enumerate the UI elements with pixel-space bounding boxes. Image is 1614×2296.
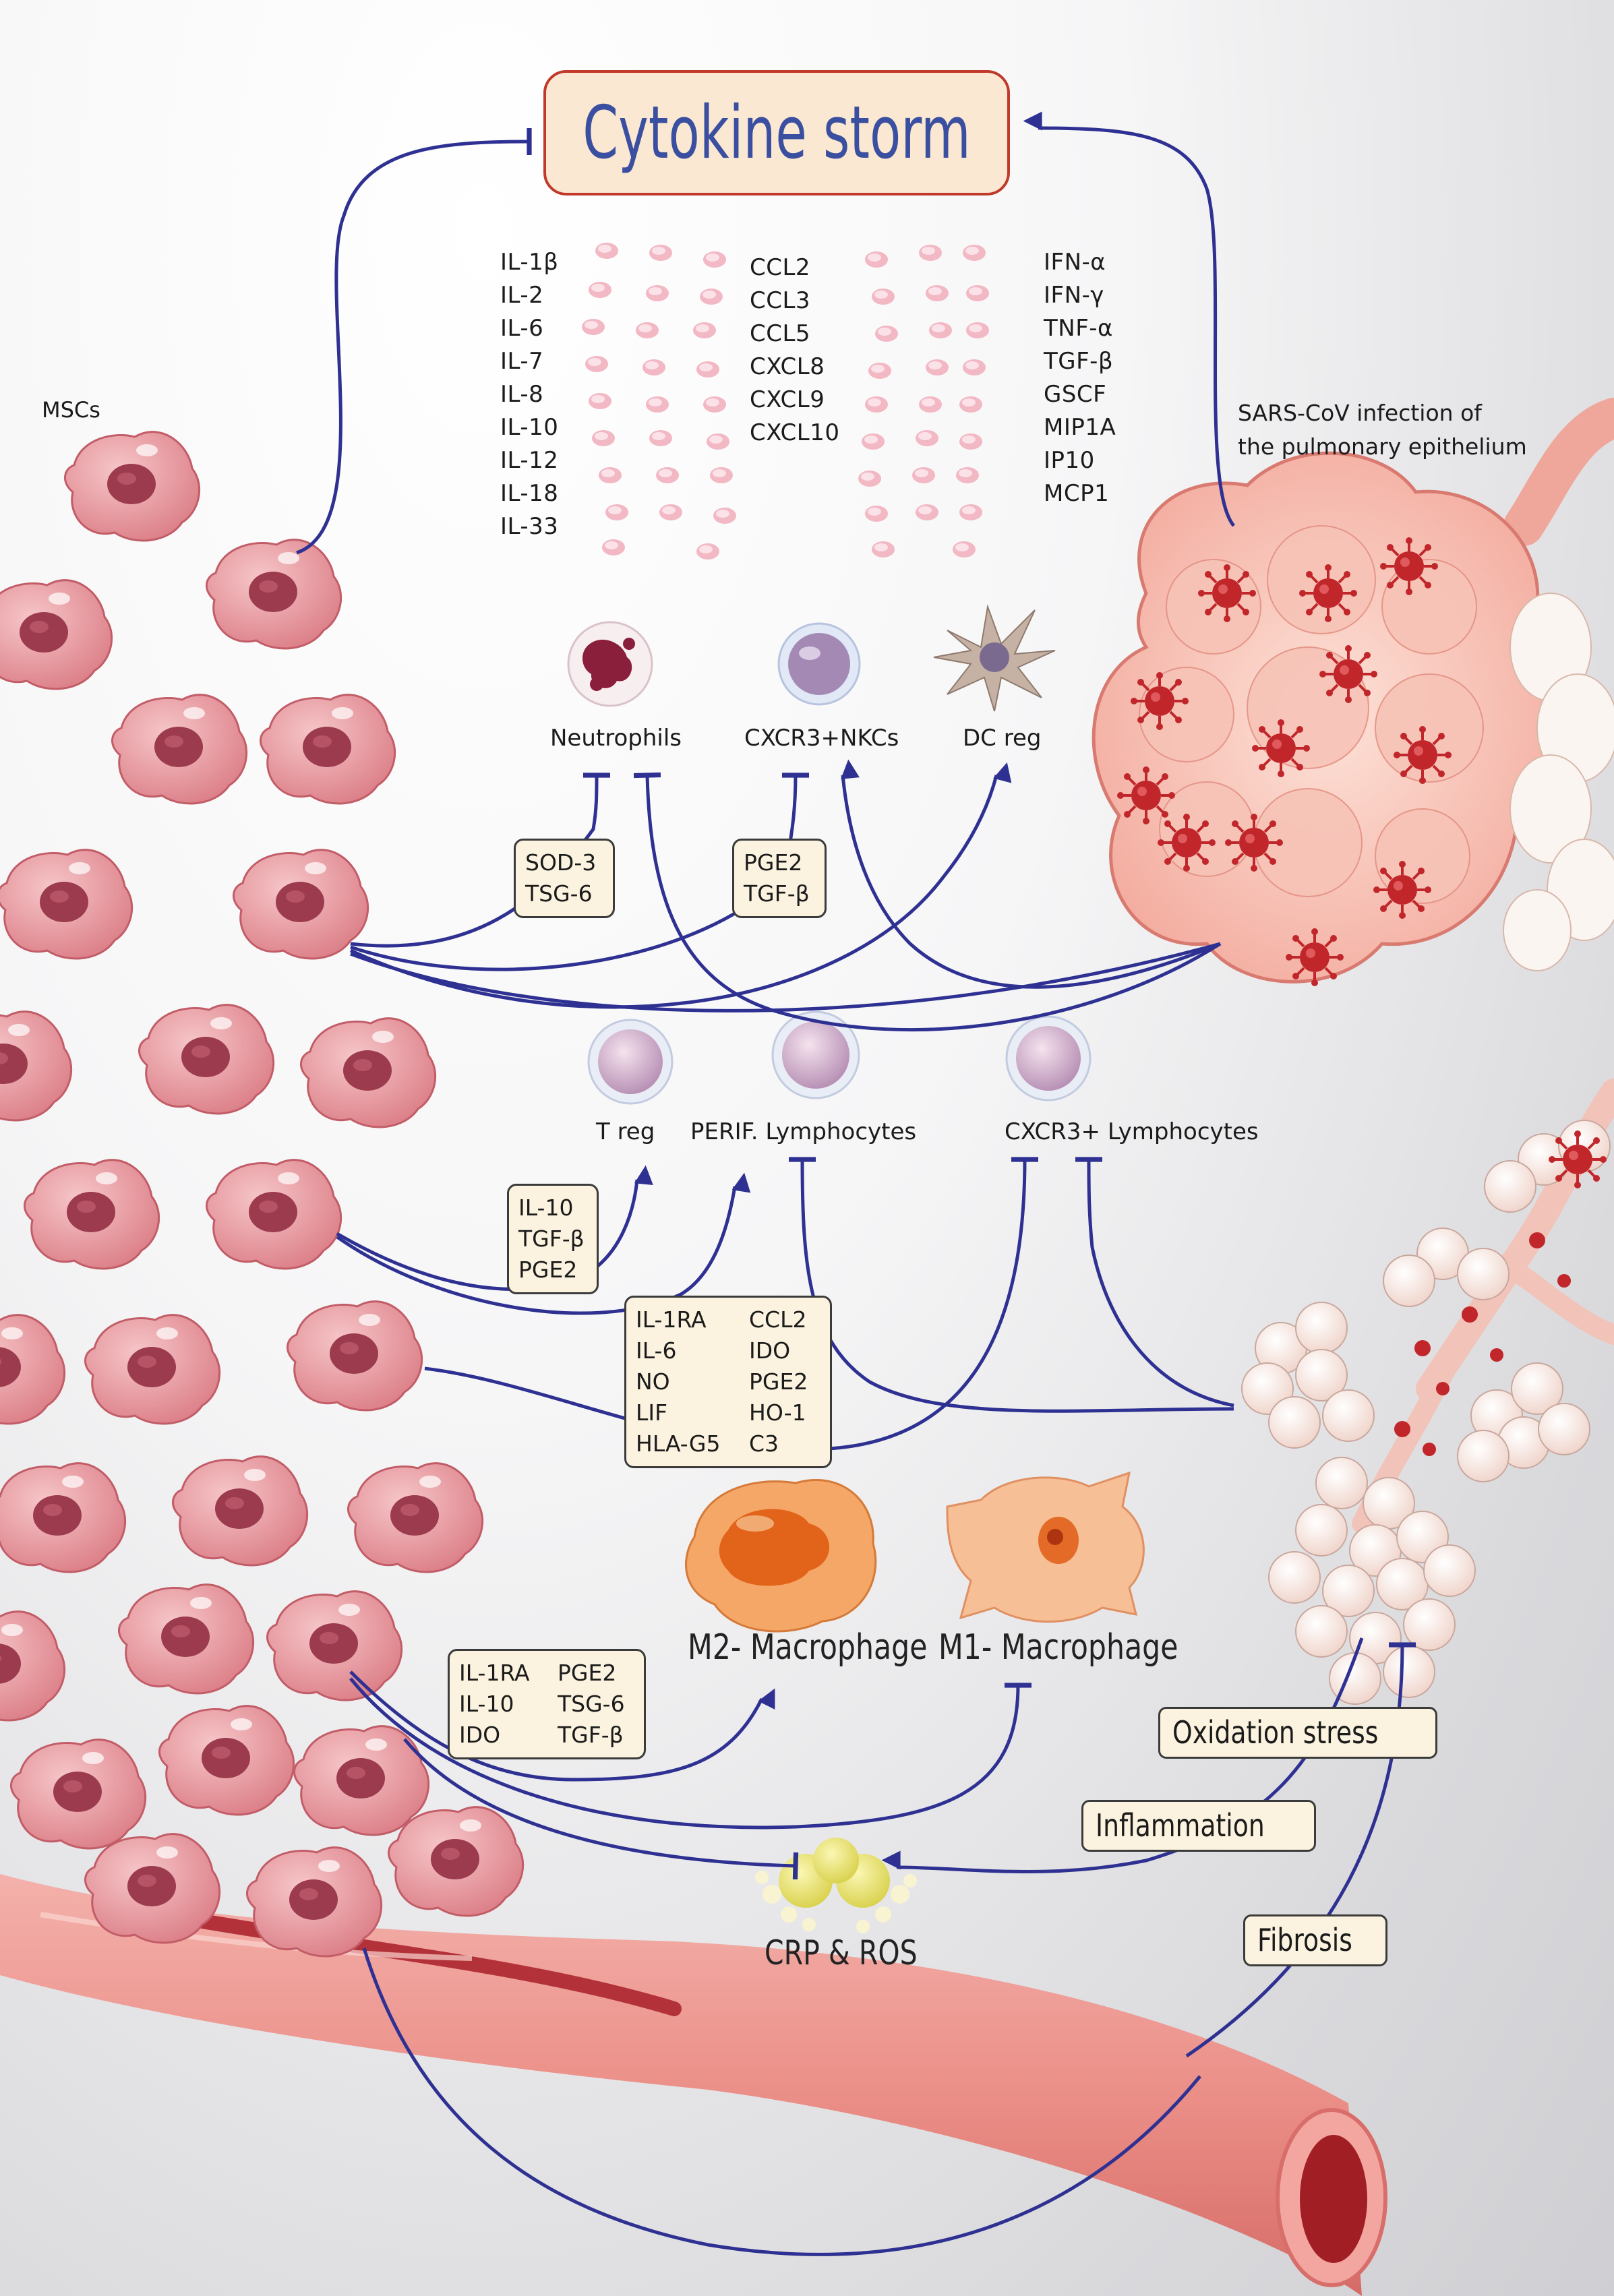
cytokine-label: MCP1	[1044, 480, 1110, 507]
neutrophils-label: Neutrophils	[550, 725, 682, 752]
factor-label: TSG-6	[525, 880, 593, 907]
perif-lymphocytes-label: PERIF. Lymphocytes	[690, 1118, 917, 1145]
neutrophil-cell	[567, 621, 653, 707]
factor-label: TSG-6	[558, 1691, 625, 1717]
oxidation-stress-box: Oxidation stress	[1158, 1707, 1438, 1759]
cytokine-label: CXCL8	[750, 353, 825, 380]
factor-label: SOD-3	[525, 849, 597, 876]
cytokine-label: CCL3	[750, 287, 811, 314]
inflammation-box: Inflammation	[1081, 1800, 1316, 1852]
factor-label: IL-10	[518, 1195, 574, 1221]
factor-label: IDO	[459, 1722, 501, 1748]
cytokine-label: TGF-β	[1044, 348, 1114, 375]
mscs-label: MSCs	[42, 397, 100, 423]
il10-tgf-pge2-box: IL-10 TGF-β PGE2	[507, 1184, 599, 1294]
m2-macrophage-cell	[685, 1479, 877, 1633]
m1-macrophage-label: M1- Macrophage	[938, 1627, 1178, 1668]
cytokine-label: IL-12	[500, 447, 559, 474]
pathway-arrows	[296, 111, 1416, 2256]
cytokine-list-others: IFN-α IFN-γ TNF-α TGF-β GSCF MIP1A IP10 …	[1044, 251, 1116, 515]
factor-label: LIF	[636, 1399, 668, 1426]
factor-label: PGE2	[558, 1660, 617, 1686]
factor-label: NO	[636, 1368, 670, 1395]
cytokine-list-interleukins: IL-1β IL-2 IL-6 IL-7 IL-8 IL-10 IL-12 IL…	[500, 251, 558, 548]
factor-label: PGE2	[744, 849, 803, 876]
dc-reg-label: DC reg	[963, 725, 1042, 752]
pge2-tgf-box: PGE2 TGF-β	[732, 839, 827, 918]
cytokine-label: CCL5	[750, 320, 811, 347]
cytokine-label: IL-10	[500, 414, 559, 441]
factor-label: TGF-β	[558, 1722, 624, 1748]
cytokine-label: CCL2	[750, 254, 811, 281]
cytokine-label: IL-1β	[500, 249, 559, 276]
factor-label: PGE2	[518, 1257, 578, 1283]
diagram-title: Cytokine storm	[582, 90, 971, 175]
macrophage-factors-box: IL-1RA IL-10 IDO PGE2 TSG-6 TGF-β	[448, 1649, 646, 1759]
cytokine-list-chemokines: CCL2 CCL3 CCL5 CXCL8 CXCL9 CXCL10	[750, 256, 840, 454]
cytokine-label: CXCL9	[750, 386, 825, 413]
cytokine-label: IL-2	[500, 282, 544, 309]
alveoli-cluster	[1241, 1079, 1614, 1705]
factor-label: IL-1RA	[636, 1306, 707, 1333]
dendritic-cell	[933, 604, 1056, 712]
fibrosis-box: Fibrosis	[1243, 1914, 1387, 1966]
effect-label: Oxidation stress	[1172, 1714, 1379, 1751]
cytokine-label: IL-8	[500, 381, 544, 408]
cytokine-label: IL-7	[500, 348, 544, 375]
factor-label: IDO	[749, 1337, 791, 1364]
infection-label-line1: SARS-CoV infection of	[1238, 400, 1482, 426]
factor-label: IL-1RA	[459, 1660, 530, 1686]
cxcr3-lymphocyte-cell	[1005, 1015, 1092, 1101]
t-reg-cell	[587, 1019, 674, 1105]
cytokine-label: IFN-γ	[1044, 282, 1104, 309]
cytokine-label: IP10	[1044, 447, 1095, 474]
cytokine-label: IL-18	[500, 480, 559, 507]
factor-label: TGF-β	[518, 1226, 585, 1252]
nk-cell	[777, 622, 861, 706]
nkcs-label: CXCR3+NKCs	[744, 725, 899, 752]
factor-label: PGE2	[749, 1368, 808, 1395]
msc-cells	[0, 431, 525, 1958]
m1-macrophage-cell	[946, 1471, 1145, 1623]
factor-label: C3	[749, 1430, 779, 1457]
t-reg-label: T reg	[596, 1118, 655, 1145]
m2-macrophage-label: M2- Macrophage	[688, 1627, 928, 1668]
cytokine-label: CXCL10	[750, 419, 840, 446]
cytokine-label: MIP1A	[1044, 414, 1116, 441]
factor-label: HLA-G5	[636, 1430, 721, 1457]
factor-label: TGF-β	[744, 880, 810, 907]
cytokine-label: GSCF	[1044, 381, 1107, 408]
factor-label: CCL2	[749, 1306, 807, 1333]
effect-label: Inflammation	[1096, 1807, 1265, 1844]
factor-label: HO-1	[749, 1399, 806, 1426]
infected-lung	[1092, 398, 1614, 988]
cxcr3-lymphocytes-label: CXCR3+ Lymphocytes	[1005, 1118, 1259, 1145]
cytokine-storm-box: Cytokine storm	[543, 70, 1010, 195]
perif-lymphocyte-cell	[771, 1010, 860, 1099]
cytokine-label: IFN-α	[1044, 249, 1106, 276]
factor-label: IL-10	[459, 1691, 514, 1717]
infection-label-line2: the pulmonary epithelium	[1238, 433, 1527, 460]
crp-ros-particles	[755, 1838, 917, 1933]
cytokine-label: IL-6	[500, 315, 544, 342]
effect-label: Fibrosis	[1257, 1922, 1352, 1958]
blood-vessel	[0, 1874, 1387, 2296]
crp-ros-label: CRP & ROS	[765, 1933, 918, 1972]
cytokine-label: IL-33	[500, 513, 559, 540]
lymphocyte-factors-box: IL-1RA IL-6 NO LIF HLA-G5 CCL2 IDO PGE2 …	[624, 1296, 832, 1468]
sod-tsg-box: SOD-3 TSG-6	[514, 839, 615, 918]
cytokine-label: TNF-α	[1044, 315, 1113, 342]
factor-label: IL-6	[636, 1337, 677, 1364]
